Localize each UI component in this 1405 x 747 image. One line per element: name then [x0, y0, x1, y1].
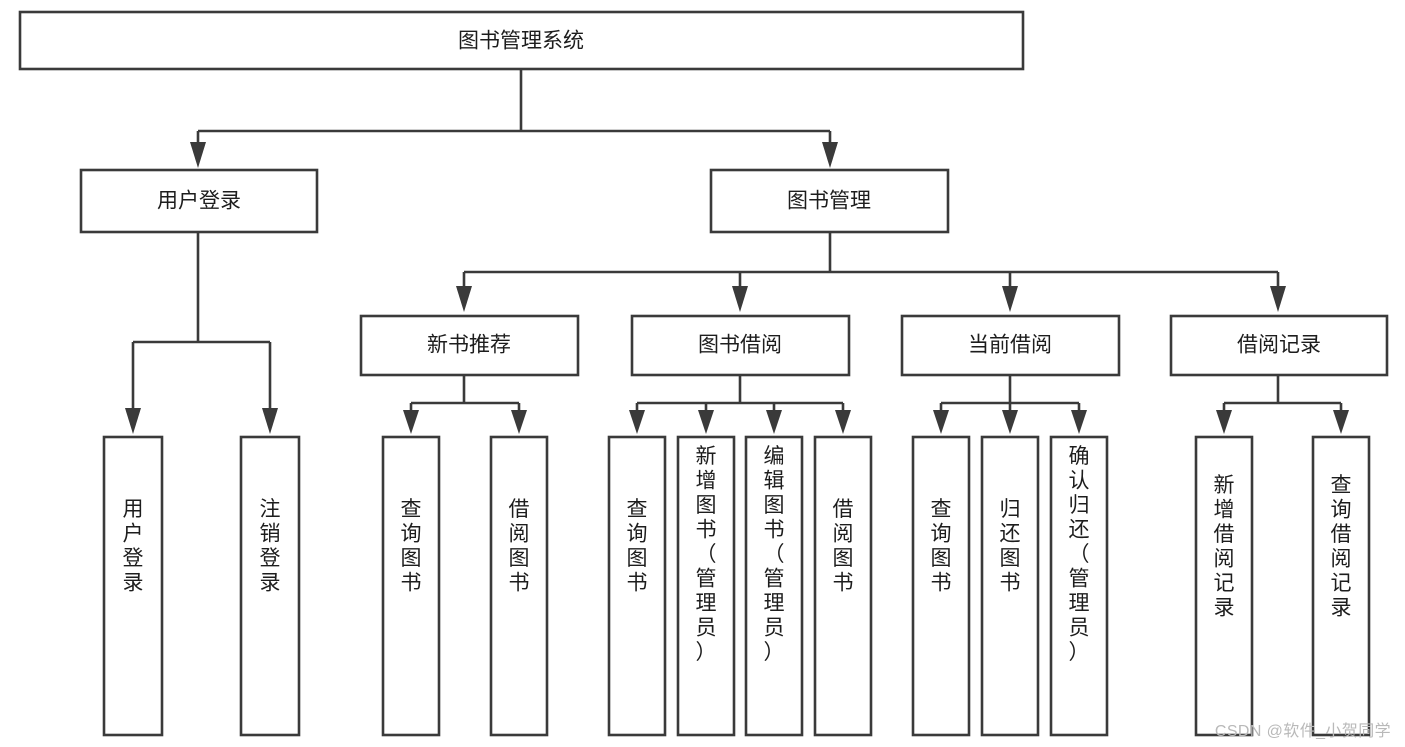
- node-borrow-record-box[interactable]: [1169, 314, 1389, 377]
- node-current-borrow-label: 当前借阅: [968, 334, 1052, 357]
- arrowhead-user-login: [190, 142, 206, 168]
- node-book-manage-box[interactable]: [709, 168, 950, 234]
- node-leaf-borrow-book-1-label: 借阅图书: [509, 498, 530, 595]
- node-leaf-borrow-book-1-box[interactable]: [489, 435, 549, 737]
- node-leaf-return-book[interactable]: 归还图书: [980, 435, 1040, 737]
- node-leaf-edit-book-box[interactable]: [744, 435, 804, 737]
- arrowhead-leaf-query-book-1: [403, 410, 419, 434]
- nodes-layer: 图书管理系统 用户登录 图书管理 新书推荐 图书借阅: [18, 10, 1389, 737]
- node-leaf-query-book-3[interactable]: 查询图书: [911, 435, 971, 737]
- arrowhead-leaf-edit-book: [766, 410, 782, 434]
- node-leaf-borrow-book-1[interactable]: 借阅图书: [489, 435, 549, 737]
- arrowhead-leaf-query-book-2: [629, 410, 645, 434]
- node-leaf-add-book-box[interactable]: [676, 435, 736, 737]
- node-leaf-query-book-1-label: 查询图书: [401, 498, 422, 595]
- node-leaf-add-record-box[interactable]: [1194, 435, 1254, 737]
- node-leaf-edit-book-label: 编辑图书（管理员）: [764, 445, 785, 664]
- arrowhead-borrow-record: [1270, 286, 1286, 312]
- node-leaf-query-book-3-label: 查询图书: [931, 498, 952, 595]
- node-root[interactable]: 图书管理系统: [18, 10, 1025, 71]
- arrowhead-leaf-borrow-book-1: [511, 410, 527, 434]
- node-leaf-add-book-label: 新增图书（管理员）: [696, 445, 717, 664]
- arrowhead-leaf-query-record: [1333, 410, 1349, 434]
- node-book-borrow-box[interactable]: [630, 314, 851, 377]
- node-user-login-box[interactable]: [79, 168, 319, 234]
- node-leaf-add-record-label: 新增借阅记录: [1214, 474, 1235, 620]
- connectors-layer: [125, 69, 1349, 434]
- node-book-manage-label: 图书管理: [787, 190, 871, 213]
- node-leaf-query-book-1-box[interactable]: [381, 435, 441, 737]
- node-leaf-query-book-3-box[interactable]: [911, 435, 971, 737]
- arrowhead-book-manage: [822, 142, 838, 168]
- node-leaf-query-book-2[interactable]: 查询图书: [607, 435, 667, 737]
- node-leaf-confirm-return-label: 确认归还（管理员）: [1069, 445, 1090, 664]
- node-leaf-return-book-label: 归还图书: [1000, 498, 1021, 595]
- arrowhead-leaf-user-login: [125, 408, 141, 434]
- node-leaf-edit-book[interactable]: 编辑图书（管理员）: [744, 435, 804, 737]
- node-borrow-record[interactable]: 借阅记录: [1169, 314, 1389, 377]
- csdn-watermark: CSDN @软件_小贺同学: [1214, 723, 1391, 740]
- node-book-borrow[interactable]: 图书借阅: [630, 314, 851, 377]
- arrowhead-current-borrow: [1002, 286, 1018, 312]
- node-leaf-user-login-box[interactable]: [102, 435, 164, 737]
- node-leaf-return-book-box[interactable]: [980, 435, 1040, 737]
- node-borrow-record-label: 借阅记录: [1237, 334, 1321, 357]
- node-new-book-rec[interactable]: 新书推荐: [359, 314, 580, 377]
- node-book-manage[interactable]: 图书管理: [709, 168, 950, 234]
- node-leaf-query-record-label: 查询借阅记录: [1331, 474, 1352, 620]
- node-leaf-confirm-return[interactable]: 确认归还（管理员）: [1049, 435, 1109, 737]
- node-leaf-add-record[interactable]: 新增借阅记录: [1194, 435, 1254, 737]
- node-root-label: 图书管理系统: [458, 30, 584, 53]
- node-new-book-rec-box[interactable]: [359, 314, 580, 377]
- node-leaf-logout[interactable]: 注销登录: [239, 435, 301, 737]
- node-leaf-query-book-1[interactable]: 查询图书: [381, 435, 441, 737]
- arrowhead-leaf-return-book: [1002, 410, 1018, 434]
- arrowhead-leaf-confirm-return: [1071, 410, 1087, 434]
- node-leaf-logout-box[interactable]: [239, 435, 301, 737]
- node-book-borrow-label: 图书借阅: [698, 334, 782, 357]
- node-root-box[interactable]: [18, 10, 1025, 71]
- node-leaf-borrow-book-2[interactable]: 借阅图书: [813, 435, 873, 737]
- node-leaf-user-login-label: 用户登录: [123, 498, 144, 595]
- arrowhead-leaf-logout: [262, 408, 278, 434]
- arrowhead-leaf-query-book-3: [933, 410, 949, 434]
- arrowhead-book-borrow: [732, 286, 748, 312]
- arrowhead-leaf-add-record: [1216, 410, 1232, 434]
- node-user-login-label: 用户登录: [157, 190, 241, 213]
- node-new-book-rec-label: 新书推荐: [427, 334, 511, 357]
- node-user-login[interactable]: 用户登录: [79, 168, 319, 234]
- arrowhead-new-book-rec: [456, 286, 472, 312]
- node-leaf-query-record-box[interactable]: [1311, 435, 1371, 737]
- node-leaf-query-book-2-box[interactable]: [607, 435, 667, 737]
- arrowhead-leaf-add-book: [698, 410, 714, 434]
- arrowhead-leaf-borrow-book-2: [835, 410, 851, 434]
- node-current-borrow[interactable]: 当前借阅: [900, 314, 1121, 377]
- node-leaf-logout-label: 注销登录: [260, 498, 281, 595]
- node-leaf-add-book[interactable]: 新增图书（管理员）: [676, 435, 736, 737]
- node-current-borrow-box[interactable]: [900, 314, 1121, 377]
- node-leaf-query-book-2-label: 查询图书: [627, 498, 648, 595]
- node-leaf-borrow-book-2-box[interactable]: [813, 435, 873, 737]
- node-leaf-query-record[interactable]: 查询借阅记录: [1311, 435, 1371, 737]
- node-leaf-confirm-return-box[interactable]: [1049, 435, 1109, 737]
- node-leaf-user-login[interactable]: 用户登录: [102, 435, 164, 737]
- node-leaf-borrow-book-2-label: 借阅图书: [833, 498, 854, 595]
